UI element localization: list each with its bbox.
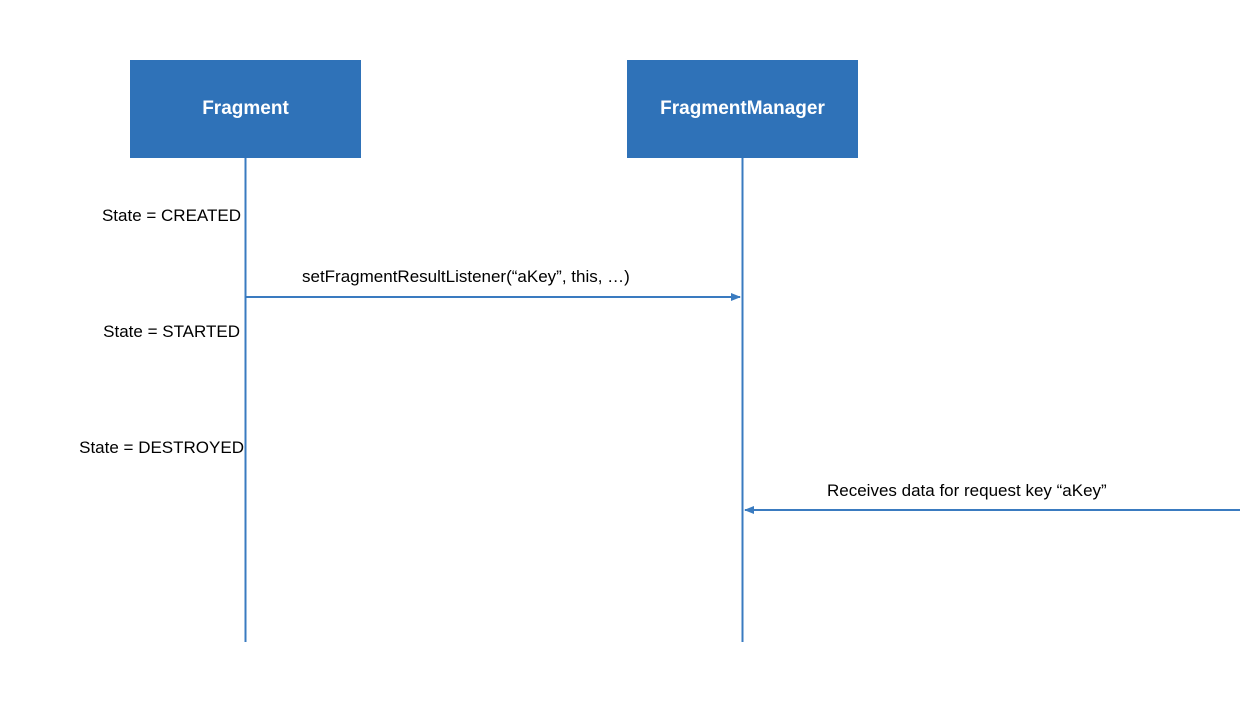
- participant-fragment-label: Fragment: [202, 98, 289, 119]
- participant-fragment-manager-label: FragmentManager: [660, 98, 825, 119]
- participant-fragment-manager: FragmentManager: [627, 60, 858, 158]
- state-destroyed-label: State = DESTROYED: [79, 438, 244, 457]
- participant-fragment: Fragment: [130, 60, 361, 158]
- state-started-label: State = STARTED: [103, 322, 240, 341]
- set-listener-message-label: setFragmentResultListener(“aKey”, this, …: [302, 267, 630, 286]
- state-created-label: State = CREATED: [101, 206, 241, 225]
- receives-data-message-label: Receives data for request key “aKey”: [827, 481, 1107, 500]
